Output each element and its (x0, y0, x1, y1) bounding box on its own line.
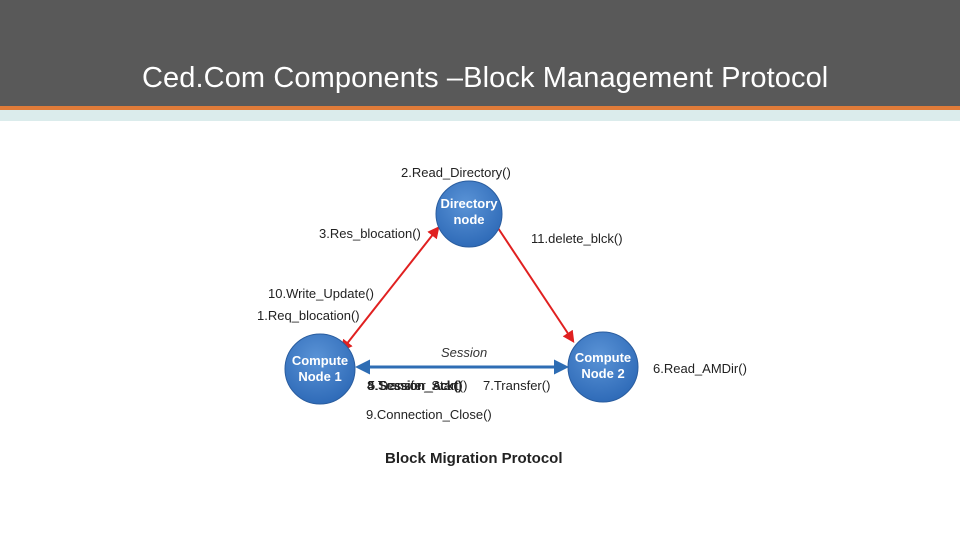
label-transfer-ack: 8.Transfer_ack() (367, 378, 462, 393)
compute-node-1-line1: Compute (291, 353, 349, 368)
compute-node-1-line2: Node 1 (298, 369, 342, 384)
label-delete-blck: 11.delete_blck() (531, 231, 623, 246)
compute-node-2-label: Compute Node 2 (563, 350, 643, 382)
accent-stripe-orange (0, 106, 960, 110)
compute-node-2-line1: Compute (574, 350, 632, 365)
arrow-directory-compute2 (497, 227, 575, 343)
protocol-name: Block Migration Protocol (385, 450, 563, 467)
label-read-amdir: 6.Read_AMDir() (653, 361, 747, 376)
compute-node-2-line2: Node 2 (581, 366, 625, 381)
directory-node-line2: node (453, 212, 485, 227)
directory-node-label: Directory node (429, 196, 509, 228)
slide-title: Ced.Com Components –Block Management Pro… (142, 62, 829, 94)
label-connection-close: 9.Connection_Close() (366, 407, 492, 422)
label-write-update: 10.Write_Update() (268, 286, 374, 301)
directory-node (435, 180, 503, 248)
directory-node-line1: Directory (440, 196, 498, 211)
label-session: Session (441, 345, 488, 360)
label-session-start: 4.Session_Start() (367, 378, 468, 393)
compute-node-1-label: Compute Node 1 (280, 353, 360, 385)
label-session-ack: 5.Session_Ack() (368, 378, 463, 393)
label-read-directory: 2.Read_Directory() (401, 165, 511, 180)
label-transfer: 7.Transfer() (483, 378, 551, 393)
label-req-blocation: 1.Req_blocation() (257, 308, 360, 323)
label-res-blocation: 3.Res_blocation() (319, 226, 421, 241)
slide-header (0, 0, 960, 106)
compute-node-2 (567, 331, 639, 403)
compute-node-1 (284, 333, 356, 405)
accent-stripe-teal (0, 110, 960, 121)
arrow-directory-compute1 (340, 226, 440, 352)
